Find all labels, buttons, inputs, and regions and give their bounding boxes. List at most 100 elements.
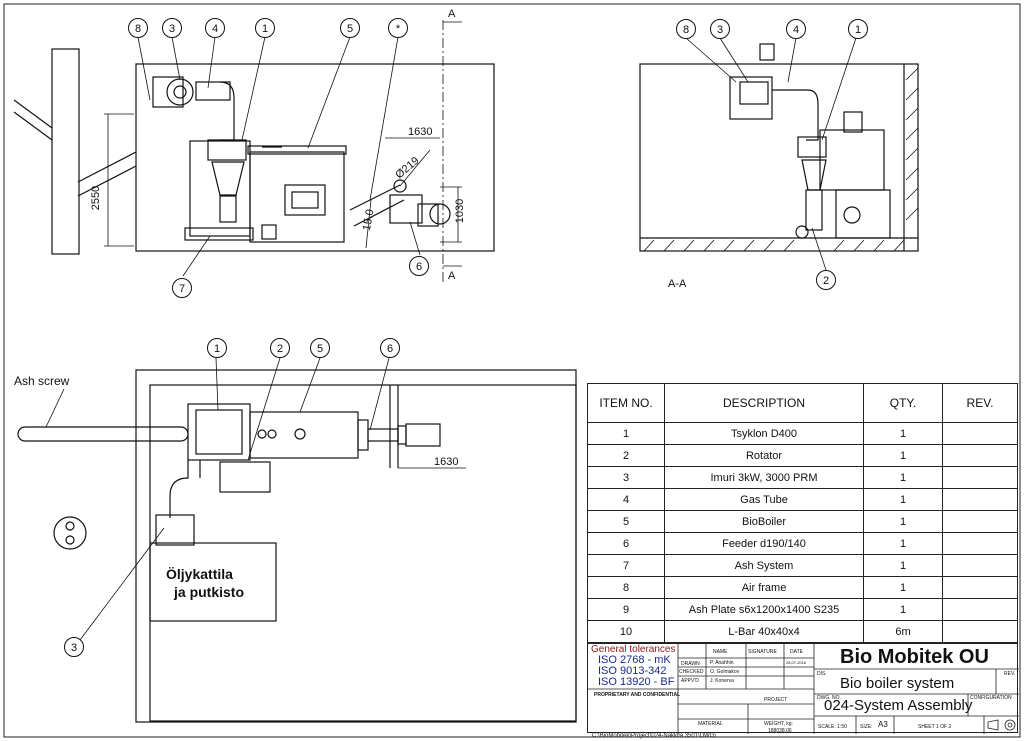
bom-item: 9 <box>587 598 665 621</box>
dis-label: DIS. <box>817 671 827 677</box>
top-view-dimensions <box>45 357 466 641</box>
col-date: DATE <box>790 649 803 655</box>
top-view <box>17 369 577 723</box>
cut-marker-top: A <box>448 8 456 20</box>
section-hatch <box>643 37 919 271</box>
balloon-section-4: 4 <box>786 19 806 39</box>
file-path: C:\BioMobitek\Project\024-Nakkila 3501\D… <box>592 733 717 739</box>
col-signature: SIGNATURE <box>748 649 777 655</box>
bom-rev <box>942 576 1018 599</box>
bom-rev <box>942 510 1018 533</box>
bom-description: Feeder d190/140 <box>664 532 864 555</box>
balloon-side-4: 4 <box>205 18 225 38</box>
bom-item: 10 <box>587 620 665 643</box>
balloon-top-2: 2 <box>270 338 290 358</box>
balloon-side-7: 7 <box>172 278 192 298</box>
balloon-top-5: 5 <box>310 338 330 358</box>
balloon-section-2: 2 <box>816 270 836 290</box>
tolerance-iso-2768: ISO 2768 - mK <box>598 654 671 666</box>
sheet-number: SHEET 1 OF 2 <box>918 724 952 730</box>
project-label: PROJECT <box>764 697 788 703</box>
section-view <box>639 43 919 252</box>
balloon-top-3: 3 <box>64 637 84 657</box>
bom-description: Imuri 3kW, 3000 PRM <box>664 466 864 489</box>
bom-rev <box>942 466 1018 489</box>
bom-header-row: ITEM NO. DESCRIPTION QTY. REV. <box>587 383 1018 423</box>
bom-qty: 1 <box>863 488 943 511</box>
bom-qty: 1 <box>863 510 943 533</box>
bom-rev <box>942 532 1018 555</box>
material-label: MATERIAL <box>698 721 723 727</box>
dimension-top-width: 1630 <box>434 456 459 468</box>
dimension-side-height: 2550 <box>90 185 103 211</box>
scale: SCALE: 1:50 <box>818 724 847 730</box>
checked-name: O. Golmakov <box>710 669 740 675</box>
bom-item: 3 <box>587 466 665 489</box>
bom-rev <box>942 598 1018 621</box>
bom-qty: 1 <box>863 576 943 599</box>
weight-value: 188038.06 <box>768 728 792 734</box>
dimension-feeder-height: 1030 <box>454 198 467 224</box>
side-view-dimensions <box>104 20 462 282</box>
bom-rev <box>942 554 1018 577</box>
drawn-date: 28.07.2016 <box>786 660 807 665</box>
bom-qty: 1 <box>863 444 943 467</box>
checked-label: CHECKED <box>679 669 704 675</box>
bom-rev <box>942 444 1018 467</box>
bom-header-item: ITEM NO. <box>587 383 665 423</box>
title-block: General tolerances ISO 2768 - mK ISO 901… <box>587 643 1019 734</box>
company-name: Bio Mobitek OU <box>840 646 989 668</box>
configuration-label: CONFIGURATION <box>970 695 1012 701</box>
bom-item: 7 <box>587 554 665 577</box>
bom-item: 1 <box>587 422 665 445</box>
dwg-no-label: DWG. NO. <box>817 695 841 701</box>
bom-description: Ash System <box>664 554 864 577</box>
bom-rev <box>942 488 1018 511</box>
bom-description: BioBoiler <box>664 510 864 533</box>
bom-description: L-Bar 40x40x4 <box>664 620 864 643</box>
tolerance-iso-13920: ISO 13920 - BF <box>598 676 675 688</box>
size-value: A3 <box>878 720 888 729</box>
balloon-top-1: 1 <box>207 338 227 358</box>
bom-qty: 1 <box>863 554 943 577</box>
col-name: NAME <box>713 649 728 655</box>
bom-qty: 1 <box>863 422 943 445</box>
drawing-title: Bio boiler system <box>840 675 955 692</box>
oil-boiler-label-line2: ja putkisto <box>174 584 245 600</box>
balloon-side-5: 5 <box>340 18 360 38</box>
side-view <box>13 48 495 255</box>
balloon-side-8: 8 <box>128 18 148 38</box>
bom-qty: 6m <box>863 620 943 643</box>
bom-description: Ash Plate s6x1200x1400 S235 <box>664 598 864 621</box>
approved-name: J. Konerva <box>710 678 734 684</box>
balloon-side-6: 6 <box>409 256 429 276</box>
bom-item: 6 <box>587 532 665 555</box>
bom-header-qty: QTY. <box>863 383 943 423</box>
balloon-section-1: 1 <box>848 19 868 39</box>
balloon-top-6: 6 <box>380 338 400 358</box>
bom-item: 2 <box>587 444 665 467</box>
balloon-section-8: 8 <box>676 19 696 39</box>
ash-screw-label: Ash screw <box>14 374 70 388</box>
bom-item: 5 <box>587 510 665 533</box>
drawn-name: P. Anahhin <box>710 660 734 666</box>
weight-label: WEIGHT, kg: <box>764 721 793 727</box>
bom-description: Rotator <box>664 444 864 467</box>
proprietary-label: PROPRIETARY AND CONFIDENTIAL <box>594 692 681 698</box>
bom-description: Gas Tube <box>664 488 864 511</box>
bom-description: Air frame <box>664 576 864 599</box>
drawn-label: DRAWN <box>681 661 700 667</box>
balloon-side-star: * <box>388 18 408 38</box>
tolerance-iso-9013: ISO 9013-342 <box>598 665 667 677</box>
oil-boiler-label-line1: Öljykattila <box>166 566 233 582</box>
balloon-side-3: 3 <box>162 18 182 38</box>
bom-qty: 1 <box>863 532 943 555</box>
